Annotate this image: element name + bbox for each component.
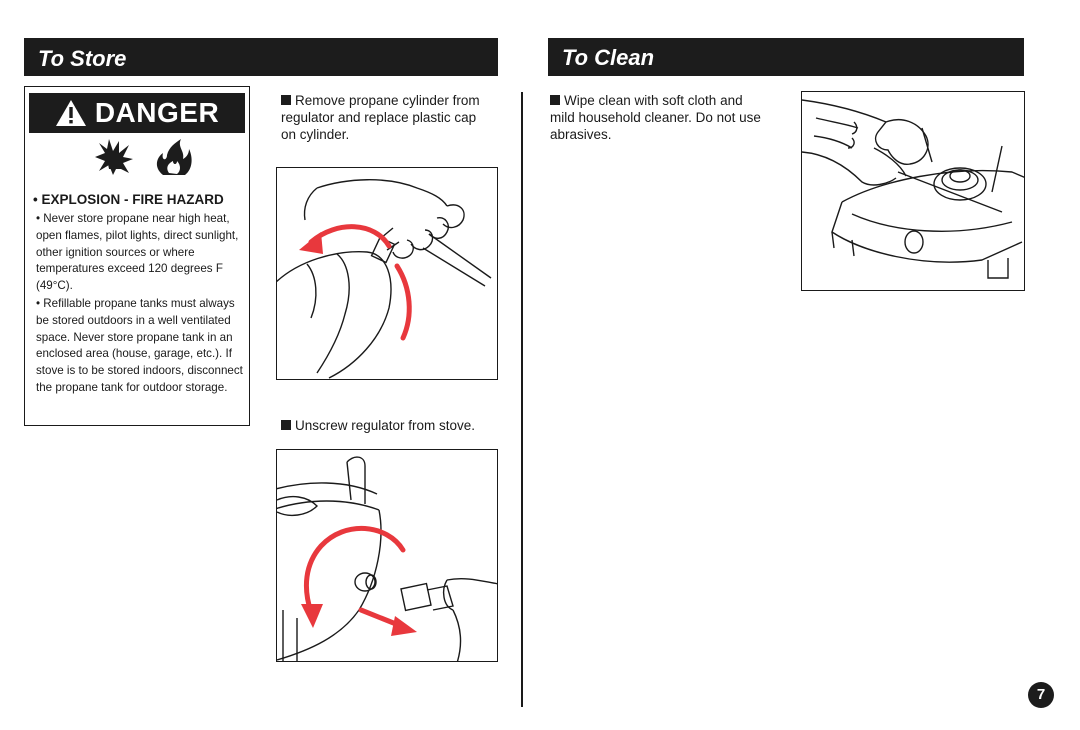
hand-cloth-stove-drawing — [802, 99, 1024, 279]
page-number: 7 — [1028, 682, 1054, 708]
hazard-bullet: • Never store propane near high heat, op… — [36, 212, 239, 293]
cylinder-hand-drawing — [277, 179, 492, 379]
regulator-stove-drawing — [277, 456, 497, 661]
clean-step-wipe: Wipe clean with soft cloth and mild hous… — [550, 92, 765, 143]
to-store-header: To Store — [24, 38, 498, 76]
danger-warning-box: DANGER • EXPLOSION - FIRE HAZARD • Never… — [24, 86, 250, 426]
bullet-square-icon — [281, 420, 291, 430]
to-clean-title: To Clean — [562, 45, 655, 70]
store-step-remove-cylinder: Remove propane cylinder from regulator a… — [281, 92, 491, 143]
to-store-title: To Store — [38, 46, 127, 71]
danger-banner: DANGER — [29, 93, 245, 133]
step-text: Wipe clean with soft cloth and mild hous… — [550, 93, 761, 142]
column-divider — [521, 92, 523, 707]
step-text: Unscrew regulator from stove. — [295, 418, 476, 433]
danger-label: DANGER — [94, 97, 220, 128]
remove-cylinder-illustration — [276, 167, 498, 380]
bullet-square-icon — [281, 95, 291, 105]
explosion-fire-icon — [95, 139, 192, 175]
store-step-unscrew-regulator: Unscrew regulator from stove. — [281, 417, 501, 434]
bullet-square-icon — [550, 95, 560, 105]
warning-triangle-icon — [55, 100, 86, 126]
step-text: Remove propane cylinder from regulator a… — [281, 93, 480, 142]
wipe-stove-illustration — [801, 91, 1025, 291]
hazard-title: • EXPLOSION - FIRE HAZARD — [33, 192, 224, 207]
to-clean-header: To Clean — [548, 38, 1024, 76]
hazard-bullet: • Refillable propane tanks must always b… — [36, 297, 243, 394]
unscrew-regulator-illustration — [276, 449, 498, 662]
